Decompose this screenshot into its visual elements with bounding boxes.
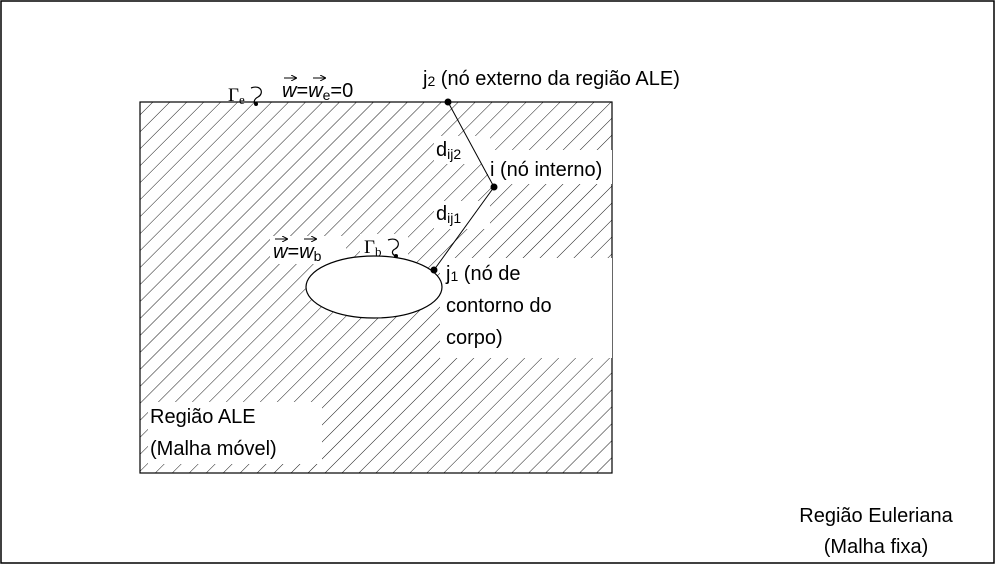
j2-label: j2 (nó externo da região ALE)	[422, 68, 680, 90]
node-j2	[444, 98, 452, 106]
gamma-e-label: Γe	[228, 85, 262, 107]
edge-j2-i	[447, 101, 495, 188]
dij2-label: dij2	[436, 139, 461, 162]
mask-dij2	[434, 136, 490, 164]
svg-text:j1 (nó de: j1 (nó de	[445, 263, 521, 285]
boundary-condition-body: w=wb	[273, 239, 322, 264]
gamma-e-curl-arrow	[250, 86, 262, 105]
body-contour	[305, 255, 443, 319]
svg-text:Γe: Γe	[228, 85, 245, 107]
svg-text:(Malha fixa): (Malha fixa)	[824, 536, 928, 558]
svg-text:Γb: Γb	[364, 237, 381, 259]
mask-i-label	[488, 150, 612, 184]
svg-text:Região ALE: Região ALE	[150, 406, 256, 428]
svg-text:Região Euleriana: Região Euleriana	[799, 505, 953, 527]
edge-i-j1	[433, 186, 495, 271]
dij1-label: dij1	[436, 203, 461, 226]
j1-label: j1 (nó de contorno do corpo)	[445, 263, 552, 349]
mask-j1-label	[440, 258, 612, 358]
eulerian-region-label: Região Euleriana (Malha fixa)	[799, 505, 953, 558]
svg-text:contorno do: contorno do	[446, 295, 552, 317]
gamma-b-curl-arrow	[387, 238, 399, 257]
i-label: i (nó interno)	[490, 159, 602, 181]
gamma-b-label: Γb	[364, 237, 399, 259]
svg-text:corpo): corpo)	[446, 327, 503, 349]
node-j1	[430, 266, 438, 274]
mask-ale-label	[148, 402, 322, 464]
svg-text:w=wb: w=wb	[273, 241, 322, 264]
svg-text:(Malha móvel): (Malha móvel)	[150, 438, 277, 460]
node-i	[490, 183, 498, 191]
boundary-condition-external: w=we=0	[282, 78, 353, 103]
svg-text:w=we=0: w=we=0	[282, 80, 353, 103]
ale-region-label: Região ALE (Malha móvel)	[150, 406, 277, 460]
